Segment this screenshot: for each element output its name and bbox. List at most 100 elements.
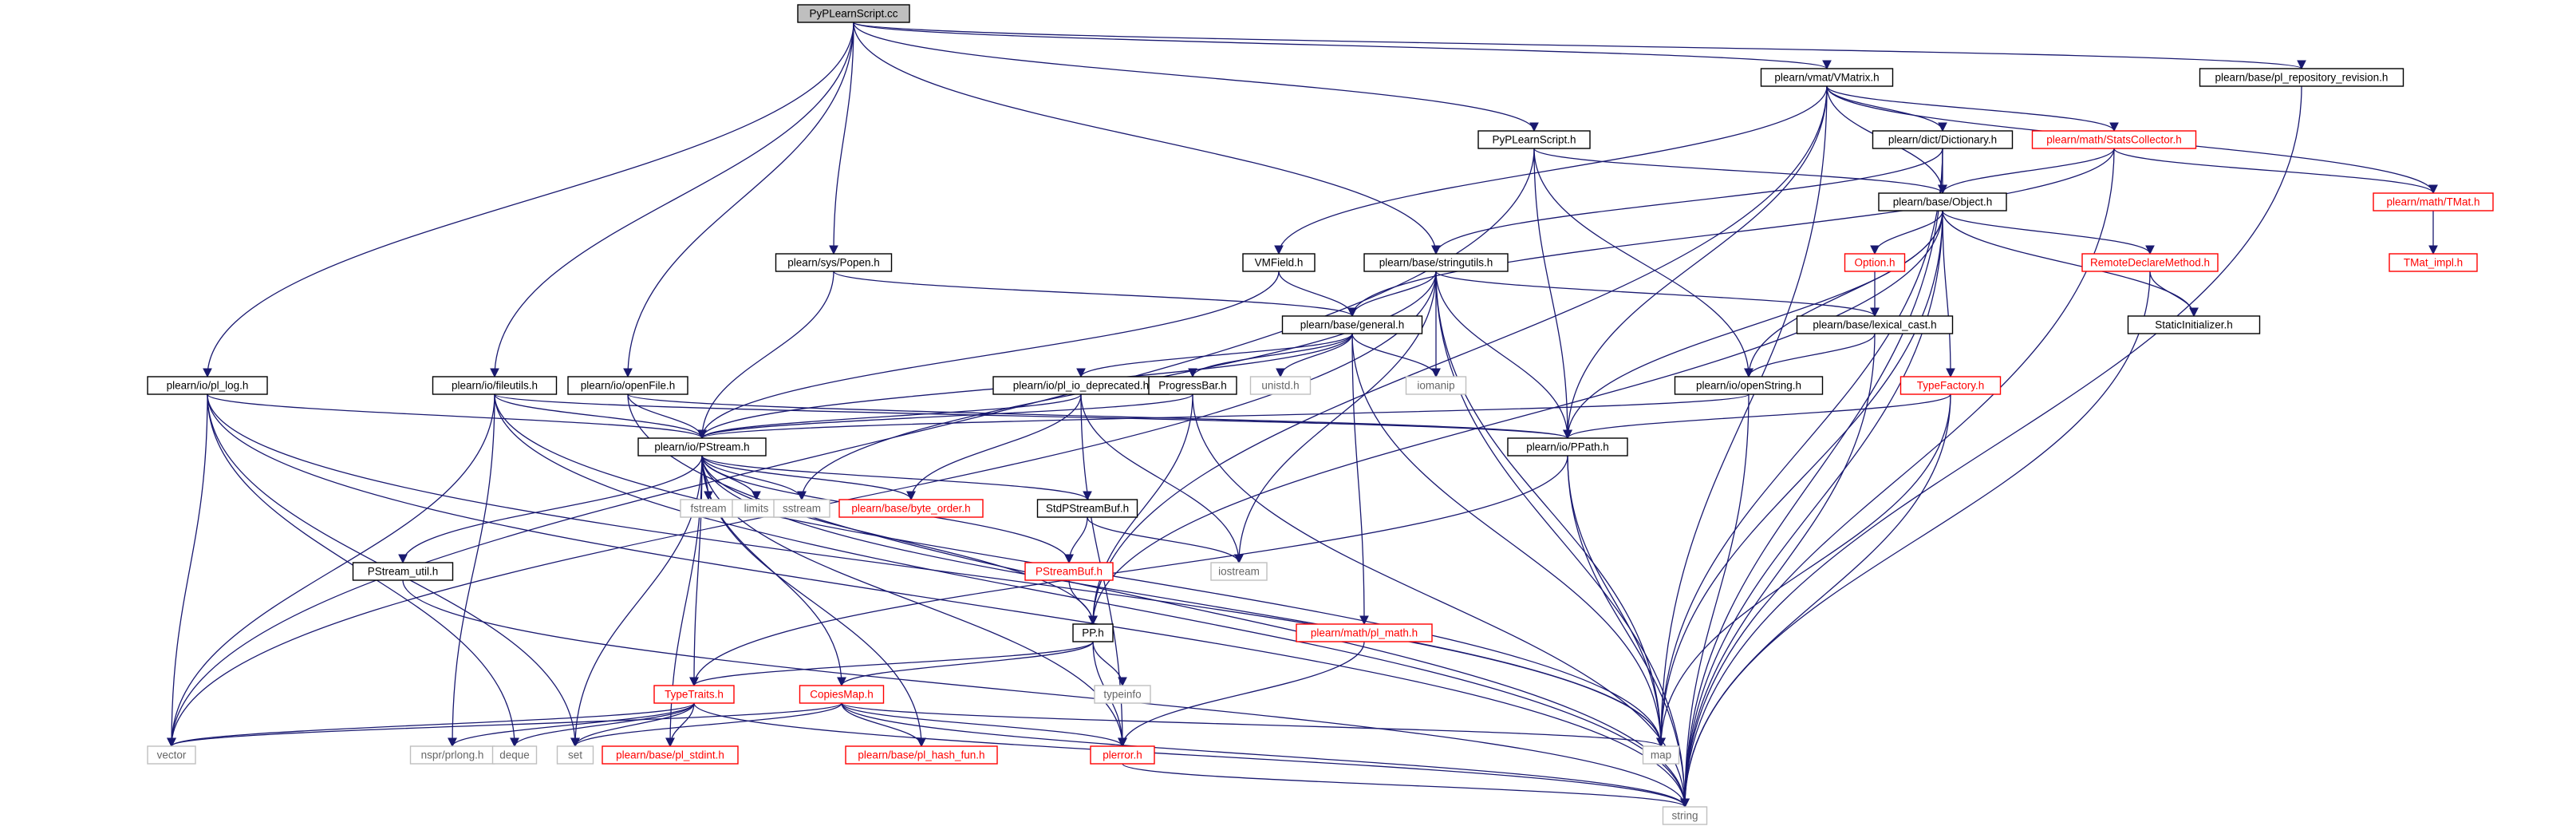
node-typetraits[interactable]: TypeTraits.h: [653, 685, 735, 704]
node-general-label: plearn/base/general.h: [1300, 319, 1405, 331]
node-limits-label: limits: [744, 503, 769, 515]
node-stdint[interactable]: plearn/base/pl_stdint.h: [602, 745, 739, 765]
node-progress[interactable]: ProgressBar.h: [1148, 376, 1237, 395]
node-typeinfo: typeinfo: [1094, 685, 1151, 704]
edge-deprecated-to-iostream: [1080, 393, 1244, 564]
node-dict[interactable]: plearn/dict/Dictionary.h: [1872, 130, 2014, 149]
node-typefactory-label: TypeFactory.h: [1917, 380, 1985, 392]
node-vector: vector: [147, 745, 196, 765]
edge-typetraits-to-deque: [510, 702, 695, 748]
node-pyplearn-box: [1477, 130, 1591, 149]
edge-repo-to-string: [1680, 85, 2302, 808]
node-pstreambuf-label: PStreamBuf.h: [1036, 566, 1103, 578]
node-pstreamutil[interactable]: PStream_util.h: [352, 562, 454, 581]
edge-pstream-to-pp: [701, 455, 1098, 626]
edge-typetraits-to-stdint: [665, 702, 695, 748]
node-stdpstreambuf[interactable]: StdPStreamBuf.h: [1036, 499, 1138, 518]
node-hashfun[interactable]: plearn/base/pl_hash_fun.h: [845, 745, 998, 765]
edge-pstreamutil-to-string: [402, 579, 1690, 808]
node-pyplearn[interactable]: PyPLearnScript.h: [1477, 130, 1591, 149]
node-object[interactable]: plearn/base/Object.h: [1878, 192, 2007, 211]
node-stdint-box: [602, 745, 739, 765]
node-fileutils[interactable]: plearn/io/fileutils.h: [432, 376, 558, 395]
node-pstreamutil-box: [352, 562, 454, 581]
node-remote[interactable]: RemoteDeclareMethod.h: [2081, 253, 2219, 272]
node-stats[interactable]: plearn/math/StatsCollector.h: [2031, 130, 2197, 149]
edge-typefactory-to-ppath: [1563, 393, 1951, 440]
node-popen[interactable]: plearn/sys/Popen.h: [775, 253, 893, 272]
node-stringutils[interactable]: plearn/base/stringutils.h: [1363, 253, 1509, 272]
node-pllog[interactable]: plearn/io/pl_log.h: [147, 376, 268, 395]
edge-fileutils-to-ppath: [494, 393, 1572, 440]
node-byteorder-label: plearn/base/byte_order.h: [851, 503, 970, 515]
node-openfile[interactable]: plearn/io/openFile.h: [567, 376, 688, 395]
node-byteorder-box: [838, 499, 984, 518]
node-stats-label: plearn/math/StatsCollector.h: [2046, 134, 2182, 146]
node-nsprlong-label: nspr/prlong.h: [421, 749, 484, 761]
node-iomanip-label: iomanip: [1417, 380, 1454, 392]
node-map: map: [1642, 745, 1680, 765]
edge-stdpstreambuf-to-iostream: [1087, 516, 1244, 564]
edge-pp-to-typeinfo: [1092, 641, 1127, 687]
node-plerror-label: plerror.h: [1103, 749, 1142, 761]
node-unistd-box: [1249, 376, 1312, 395]
node-staticinit[interactable]: StaticInitializer.h: [2127, 315, 2261, 334]
node-remote-label: RemoteDeclareMethod.h: [2090, 257, 2210, 269]
edge-lexical-to-openstring: [1744, 333, 1876, 378]
node-pstreambuf[interactable]: PStreamBuf.h: [1024, 562, 1114, 581]
edge-progress-to-string: [1192, 393, 1690, 808]
edge-openstring-to-string: [1680, 393, 1750, 808]
node-stringutils-label: plearn/base/stringutils.h: [1379, 257, 1493, 269]
edge-stats-to-tmat: [2113, 148, 2438, 195]
node-deprecated[interactable]: plearn/io/pl_io_deprecated.h: [992, 376, 1170, 395]
node-openstring[interactable]: plearn/io/openString.h: [1674, 376, 1824, 395]
edge-object-to-string: [1680, 210, 1943, 808]
node-ppath-label: plearn/io/PPath.h: [1526, 441, 1609, 453]
node-plerror[interactable]: plerror.h: [1090, 745, 1155, 765]
node-string-box: [1662, 806, 1708, 825]
node-root-label: PyPLearnScript.cc: [809, 8, 897, 20]
node-copiesmap[interactable]: CopiesMap.h: [799, 685, 885, 704]
node-progress-box: [1148, 376, 1237, 395]
node-repo[interactable]: plearn/base/pl_repository_revision.h: [2199, 68, 2404, 87]
edge-object-to-pp: [1088, 210, 1943, 626]
node-tmat-box: [2373, 192, 2494, 211]
edge-pllog-to-pstream: [207, 393, 707, 440]
node-nsprlong: nspr/prlong.h: [409, 745, 495, 765]
edge-stringutils-to-ppath: [1435, 271, 1572, 440]
node-root[interactable]: PyPLearnScript.cc: [797, 4, 910, 23]
node-map-box: [1642, 745, 1680, 765]
edge-ppath-to-typetraits: [689, 455, 1568, 687]
node-byteorder[interactable]: plearn/base/byte_order.h: [838, 499, 984, 518]
node-vmatrix[interactable]: plearn/vmat/VMatrix.h: [1760, 68, 1894, 87]
edge-object-to-ppath: [1563, 210, 1943, 440]
edge-fileutils-to-vector: [167, 393, 495, 748]
node-iomanip: iomanip: [1405, 376, 1467, 395]
node-plmath[interactable]: plearn/math/pl_math.h: [1296, 623, 1433, 642]
node-pstream-box: [637, 437, 767, 457]
edge-pstream-to-stdpstreambuf: [701, 455, 1092, 501]
node-pstream[interactable]: plearn/io/PStream.h: [637, 437, 767, 457]
edge-pp-to-typetraits: [689, 641, 1094, 687]
node-option[interactable]: Option.h: [1844, 253, 1906, 272]
node-vector-label: vector: [157, 749, 187, 761]
node-openstring-label: plearn/io/openString.h: [1696, 380, 1801, 392]
edge-pstream-to-sstream: [701, 455, 807, 501]
node-lexical-box: [1796, 315, 1954, 334]
node-openstring-box: [1674, 376, 1824, 395]
node-general[interactable]: plearn/base/general.h: [1281, 315, 1423, 334]
node-vmfield-label: VMField.h: [1255, 257, 1304, 269]
node-deque-label: deque: [499, 749, 530, 761]
node-iostream-label: iostream: [1218, 566, 1260, 578]
node-typefactory[interactable]: TypeFactory.h: [1899, 376, 2002, 395]
node-ppath[interactable]: plearn/io/PPath.h: [1507, 437, 1628, 457]
edge-general-to-deprecated: [1076, 333, 1353, 378]
edge-typetraits-to-nsprlong: [448, 702, 695, 748]
node-pstreamutil-label: PStream_util.h: [368, 566, 439, 578]
node-vmfield[interactable]: VMField.h: [1242, 253, 1316, 272]
edge-stats-to-string: [1680, 148, 2115, 808]
node-tmat_impl[interactable]: TMat_impl.h: [2389, 253, 2478, 272]
node-lexical[interactable]: plearn/base/lexical_cast.h: [1796, 315, 1954, 334]
node-pp[interactable]: PP.h: [1072, 623, 1114, 642]
node-tmat[interactable]: plearn/math/TMat.h: [2373, 192, 2494, 211]
